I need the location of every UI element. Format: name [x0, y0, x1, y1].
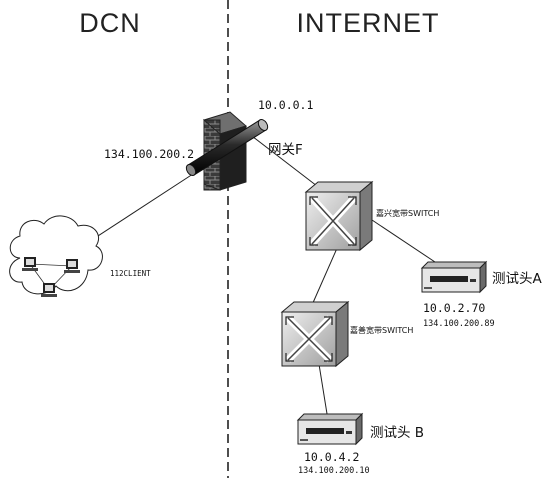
probe-a-device-icon [420, 260, 488, 294]
client-pc-icon [41, 283, 57, 297]
switch-1-icon [304, 180, 374, 252]
probe-a-ip-public: 134.100.200.89 [423, 319, 495, 329]
zone-title-dcn: DCN [79, 8, 141, 38]
probe-b-ip-public: 134.100.200.10 [298, 466, 370, 476]
gateway-ip-outside: 134.100.200.2 [104, 147, 194, 161]
probe-a-ip-local: 10.0.2.70 [423, 301, 485, 315]
switch-2-icon [280, 300, 350, 368]
client-cloud-label: 112CLIENT [110, 269, 151, 278]
client-pc-icon [22, 257, 38, 271]
probe-b-device-icon [296, 412, 364, 446]
firewall-gateway-icon [185, 111, 269, 191]
client-pc-icon [64, 259, 80, 273]
link-switch2-probe-b [317, 357, 329, 421]
switch-1-label: 嘉兴宽带SWITCH [376, 208, 439, 218]
probe-b-ip-local: 10.0.4.2 [304, 450, 359, 464]
probe-b-name: 测试头 B [370, 425, 424, 441]
client-cloud-icon [9, 215, 103, 297]
link-switch1-switch2 [311, 245, 339, 306]
switch-2-label: 嘉善宽带SWITCH [350, 325, 413, 335]
probe-a-name: 测试头A [492, 271, 542, 287]
gateway-ip-inside: 10.0.0.1 [258, 98, 313, 112]
zone-title-internet: INTERNET [297, 8, 440, 38]
gateway-name: 网关F [268, 142, 303, 158]
